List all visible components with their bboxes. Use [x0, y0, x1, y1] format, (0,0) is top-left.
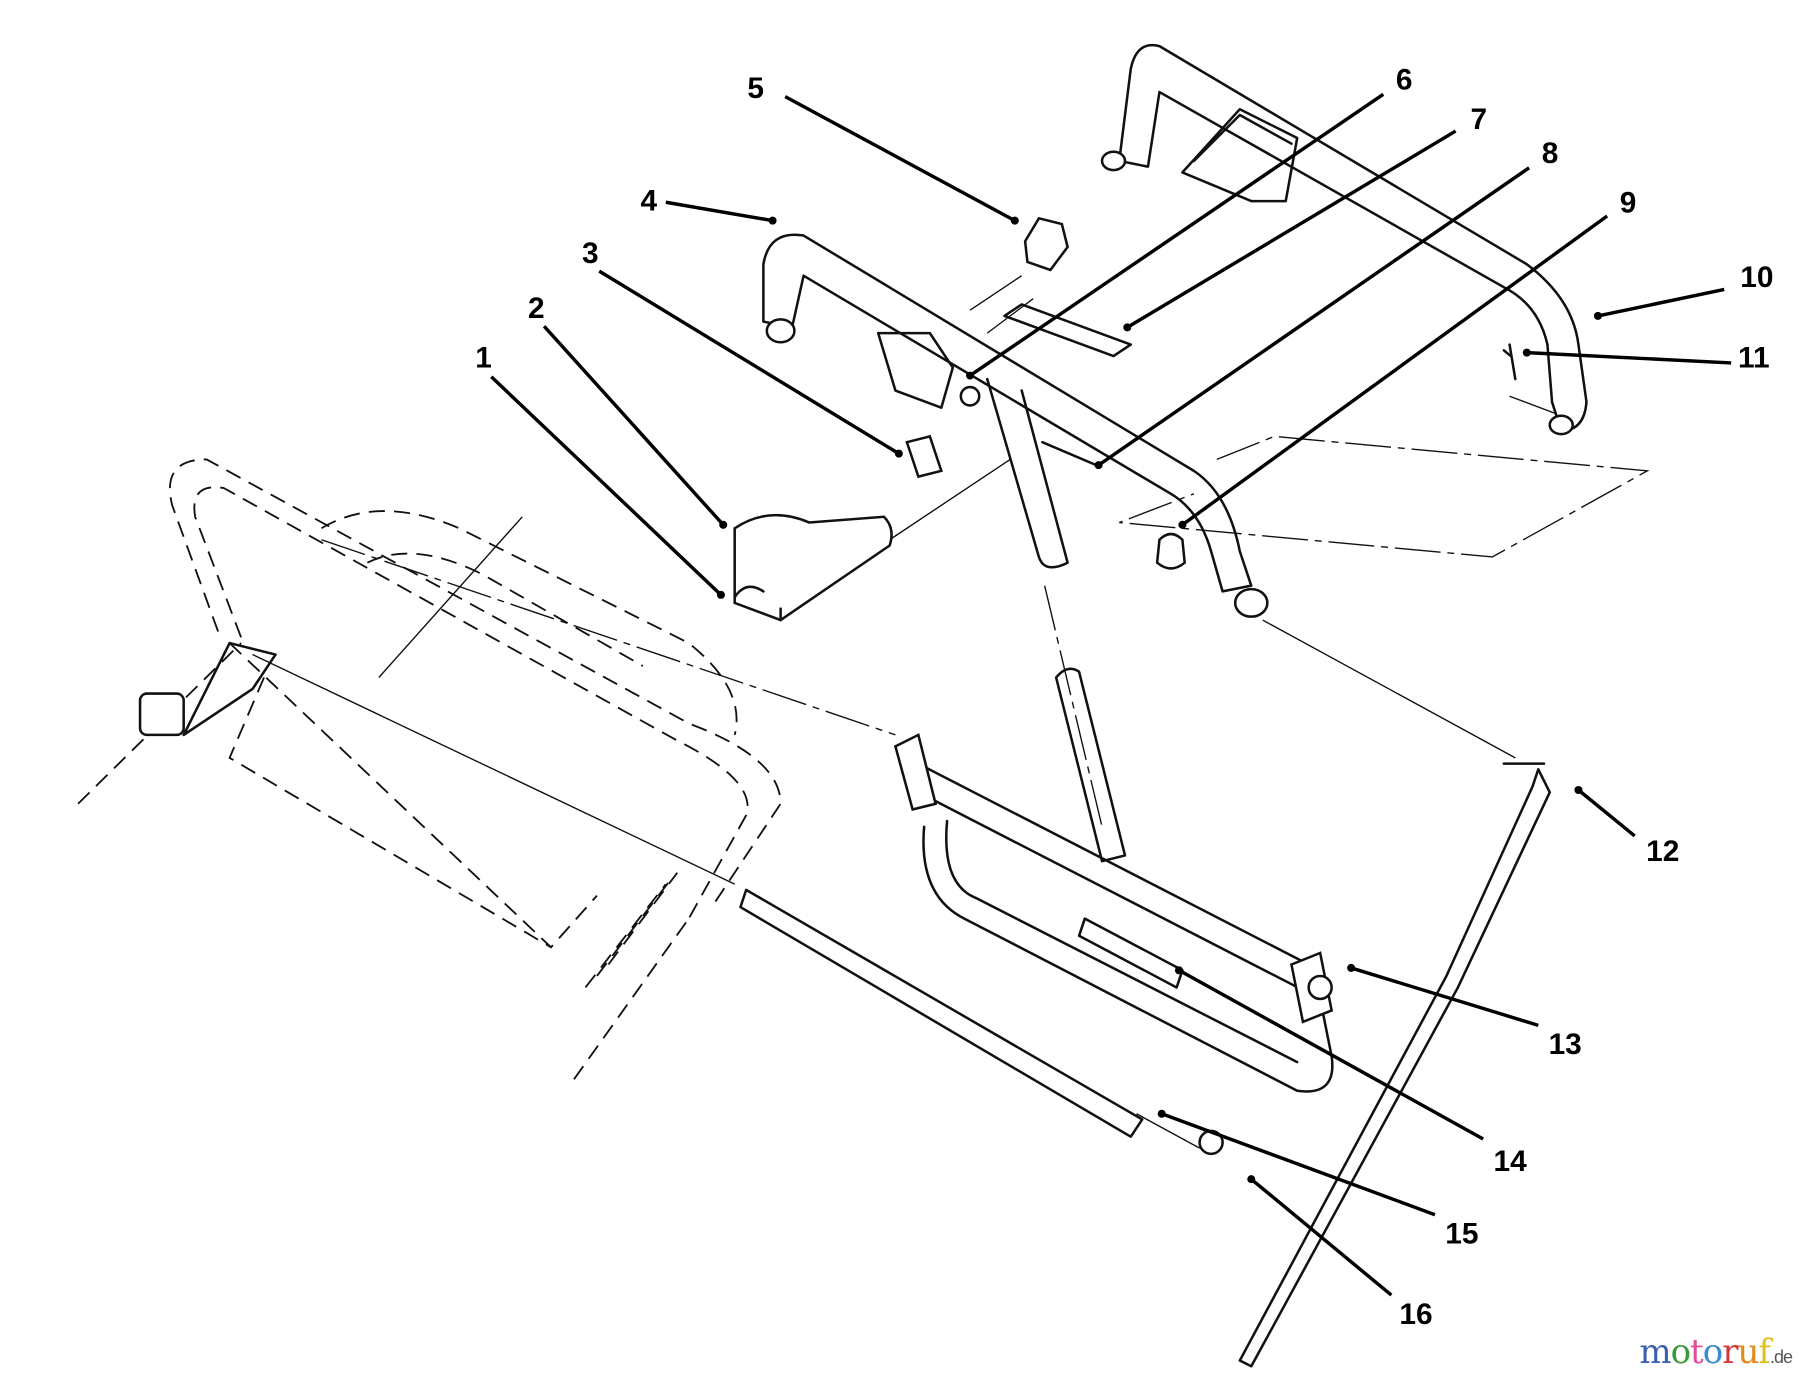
watermark-letter: o — [1670, 1332, 1692, 1372]
callout-5: 5 — [747, 72, 764, 105]
middle-handle — [762, 233, 1269, 618]
callout-10: 10 — [1740, 261, 1773, 294]
watermark-letter: m — [1639, 1332, 1671, 1372]
callout-16: 16 — [1399, 1298, 1432, 1331]
callout-1: 1 — [475, 342, 492, 375]
callout-14: 14 — [1493, 1145, 1527, 1178]
small-parts — [733, 216, 1517, 622]
lower-handle — [739, 667, 1552, 1368]
callout-9: 9 — [1620, 187, 1637, 220]
ghost-handle-assembly — [77, 458, 782, 1080]
callout-8: 8 — [1542, 137, 1559, 170]
callout-12: 12 — [1646, 835, 1679, 868]
watermark-logo: motoruf.de — [1639, 1332, 1793, 1372]
callout-11: 11 — [1738, 342, 1770, 375]
callout-numbers: 1 2 3 4 5 6 7 8 9 10 11 12 13 14 15 16 — [475, 64, 1773, 1331]
callout-leaders — [490, 92, 1732, 1297]
callout-15: 15 — [1445, 1217, 1478, 1250]
callout-6: 6 — [1396, 64, 1413, 97]
watermark-letter: o — [1702, 1332, 1724, 1372]
watermark-letter: f — [1758, 1332, 1771, 1372]
callout-2: 2 — [528, 292, 545, 325]
callout-13: 13 — [1549, 1028, 1582, 1061]
ghost-switch — [138, 692, 185, 737]
watermark-suffix: .de — [1769, 1347, 1793, 1367]
callout-4: 4 — [641, 184, 658, 217]
callout-7: 7 — [1471, 103, 1488, 136]
watermark-letter: u — [1737, 1332, 1759, 1372]
watermark-letter: t — [1690, 1332, 1704, 1372]
watermark-text: motoruf — [1639, 1332, 1771, 1372]
callout-3: 3 — [582, 237, 599, 270]
upper-handle — [1100, 43, 1588, 436]
watermark-letter: r — [1722, 1332, 1738, 1372]
assembly-lines — [252, 275, 1650, 1149]
